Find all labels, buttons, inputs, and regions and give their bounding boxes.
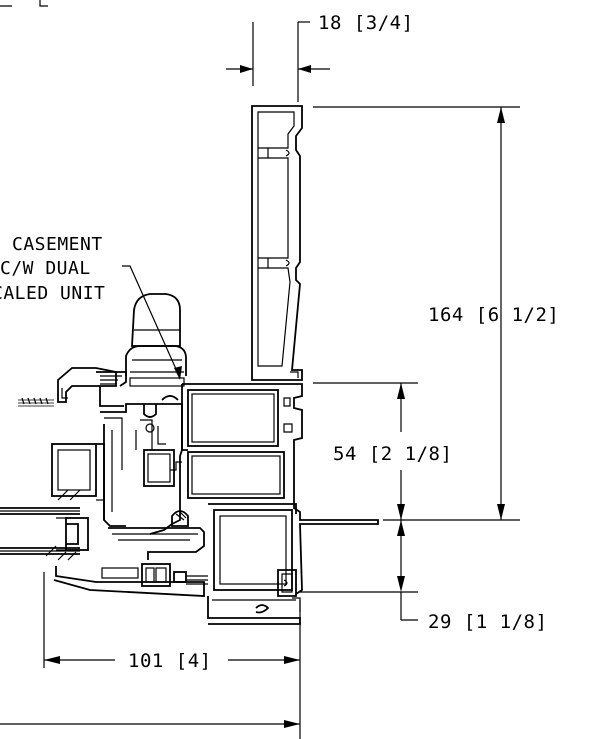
dim-mid-height: 54 [2 1/8] (313, 382, 520, 521)
dim-frame-width-label: 101 [4] (128, 650, 212, 672)
sill-profile (207, 596, 301, 625)
frame-upper-chamber (181, 383, 379, 595)
sealed-glass-unit (0, 489, 89, 561)
note-line-1: CASEMENT (12, 234, 103, 255)
dim-bottom-height: 29 [1 1/8] (300, 520, 547, 633)
casement-note: CASEMENT C/W DUAL CALED UNIT (0, 234, 182, 380)
dim-total-height: 164 [6 1/2] (313, 106, 559, 520)
dim-frame-width: 101 [4] (0, 572, 301, 739)
dim-bottom-height-label: 29 [1 1/8] (428, 611, 547, 633)
glazing-bead (51, 443, 105, 520)
sash-profile (100, 395, 183, 535)
operator-assembly (18, 367, 127, 407)
dim-mid-height-label: 54 [2 1/8] (333, 443, 452, 465)
note-line-2: C/W DUAL (0, 258, 91, 279)
glazing-stop (53, 510, 208, 597)
dim-top-width-label: 18 [3/4] (318, 12, 414, 34)
dim-top-width: 18 [3/4] (226, 12, 414, 102)
note-line-3: CALED UNIT (0, 283, 105, 304)
top-left-fragment (0, 0, 48, 7)
handle (125, 293, 187, 387)
frame-lower-chamber (208, 503, 297, 597)
dim-total-height-label: 164 [6 1/2] (428, 304, 559, 326)
top-extension-profile (251, 105, 303, 381)
